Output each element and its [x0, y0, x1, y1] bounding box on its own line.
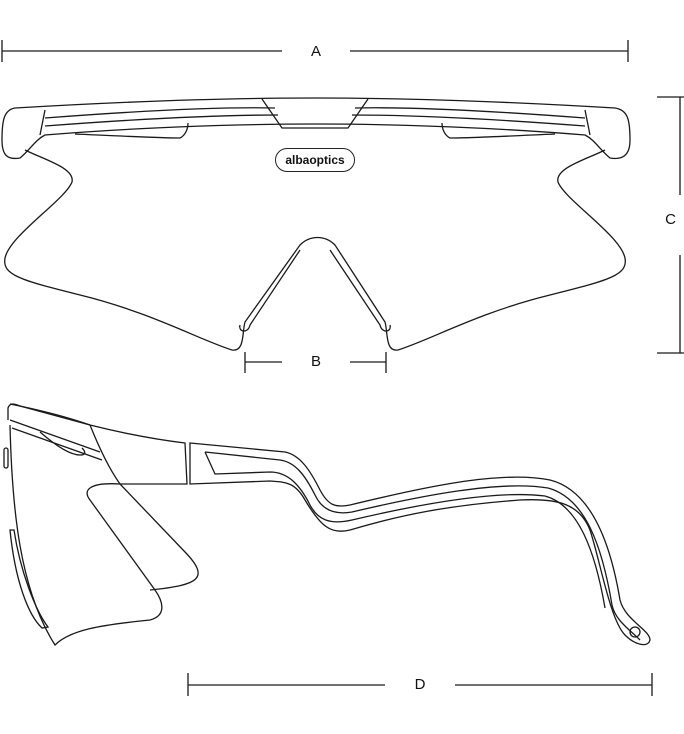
side-lens: [9, 424, 199, 647]
front-bridge: [261, 98, 369, 129]
dimension-d-label: D: [385, 673, 455, 697]
dimension-a-label: A: [282, 40, 350, 64]
brand-logo: albaoptics: [275, 148, 355, 172]
dimension-c-label: C: [657, 195, 684, 255]
front-top-bar: [1, 97, 631, 160]
front-lens: [4, 149, 626, 351]
temple-hole: [629, 626, 641, 638]
front-view: [1, 97, 631, 351]
side-view: [3, 403, 651, 647]
side-temple: [189, 442, 651, 646]
nose-pad-left: [239, 249, 301, 332]
dimension-b-label: B: [282, 350, 350, 374]
nose-pad-right: [329, 249, 391, 332]
side-top-bar: [9, 403, 188, 485]
